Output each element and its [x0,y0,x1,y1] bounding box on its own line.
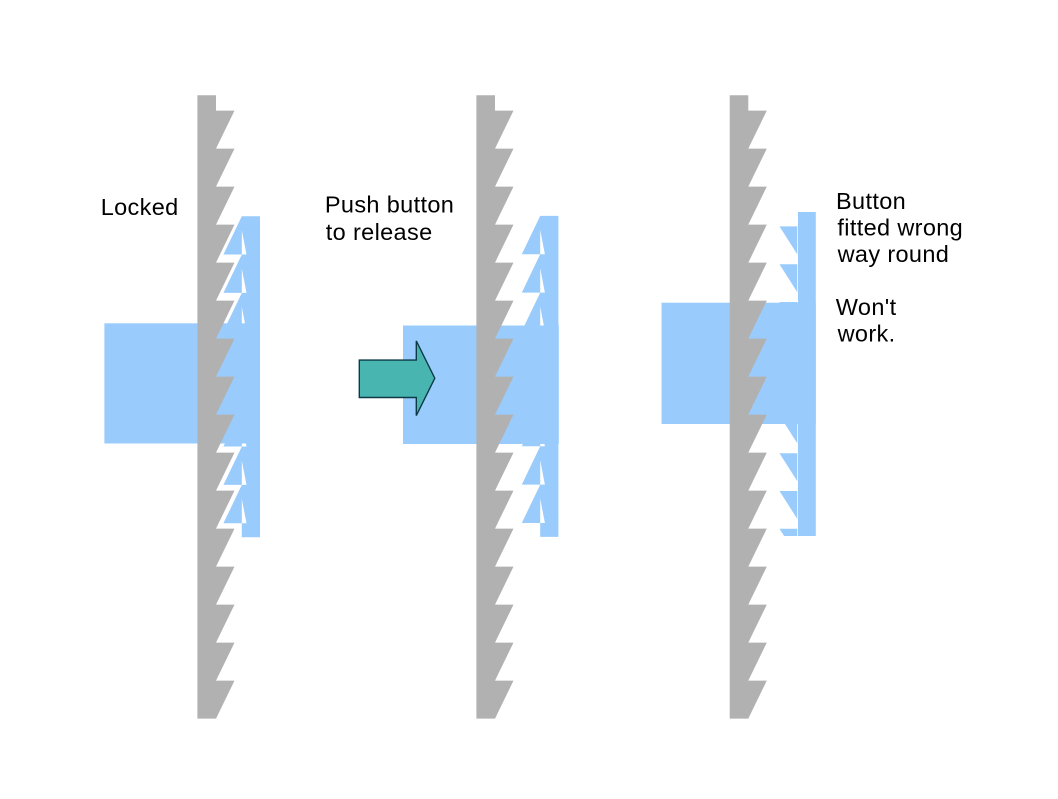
svg-text:Button: Button [836,188,906,214]
svg-text:to release: to release [326,219,433,245]
svg-text:work.: work. [837,320,896,346]
svg-text:Locked: Locked [101,194,179,220]
svg-text:Won't: Won't [836,294,897,320]
svg-text:Push button: Push button [325,191,454,217]
svg-text:fitted wrong: fitted wrong [837,214,963,240]
svg-text:way round: way round [837,241,950,267]
